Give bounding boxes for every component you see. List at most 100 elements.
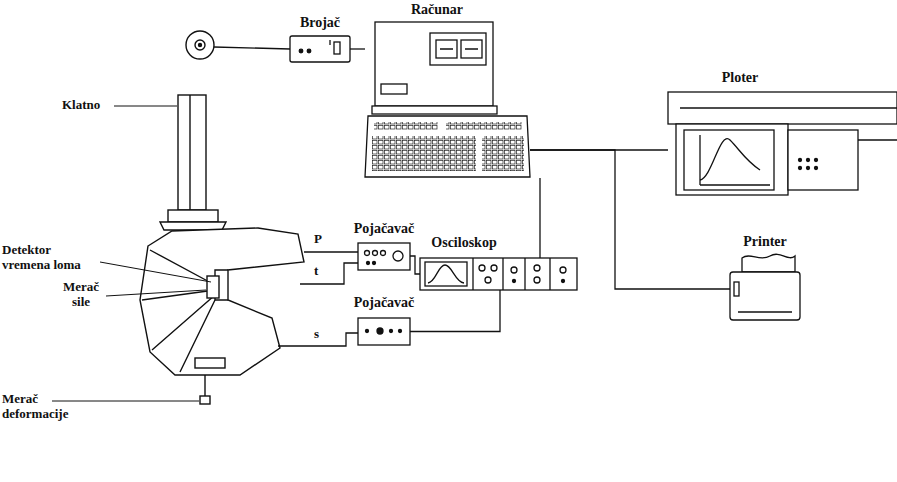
pendulum-machine [189, 95, 190, 210]
device-name: Printer [743, 234, 787, 250]
leader-line [52, 106, 211, 401]
device-name: Osciloskop [431, 235, 496, 251]
plotter [668, 92, 897, 195]
oscilloscope [502, 258, 503, 290]
leader-line [106, 290, 206, 296]
amplifier [373, 251, 378, 256]
plotter [858, 139, 897, 140]
part-label: Klatno [62, 98, 100, 113]
plotter [788, 130, 858, 190]
amplifier [358, 318, 410, 345]
cable [350, 48, 365, 49]
oscilloscope [485, 277, 491, 283]
pendulum-machine [142, 250, 215, 372]
computer [446, 122, 522, 130]
signal-name: t [314, 264, 318, 279]
oscilloscope [472, 258, 473, 290]
counter-device [307, 49, 311, 53]
oscilloscope [491, 265, 497, 271]
oscilloscope [511, 267, 517, 273]
computer [375, 22, 493, 106]
leader-line [114, 106, 177, 107]
part-label: Merač sile [56, 280, 106, 310]
amplifier [377, 328, 383, 334]
plotter [676, 124, 788, 195]
amplifier: Pojačavač [358, 318, 410, 345]
sensor [186, 31, 290, 59]
amplifier: Pojačavač [358, 243, 410, 270]
amplifier [399, 330, 402, 333]
cable [410, 290, 500, 332]
plotter [700, 139, 760, 180]
computer [430, 33, 486, 65]
counter-device [290, 36, 350, 62]
pendulum-machine [200, 396, 210, 404]
amplifier [358, 318, 410, 345]
device-name: Pojačavač [354, 221, 415, 237]
signal-wire [304, 251, 358, 252]
sensor [186, 31, 214, 59]
oscilloscope [420, 258, 577, 290]
signal-wire [300, 263, 358, 284]
plotter [700, 184, 770, 185]
amplifier [366, 330, 369, 333]
amplifier [390, 330, 393, 333]
computer [365, 116, 530, 177]
oscilloscope [549, 258, 550, 290]
computer: Računar [365, 22, 530, 178]
plotter [815, 167, 818, 170]
pendulum-machine [140, 228, 304, 375]
plotter [668, 92, 897, 124]
counter-device [299, 49, 303, 53]
signal-wire [278, 252, 358, 346]
oscilloscope: Osciloskop [420, 258, 577, 290]
oscilloscope [425, 262, 467, 286]
printer [730, 272, 800, 320]
oscilloscope [428, 265, 464, 283]
plotter [699, 135, 700, 185]
computer [372, 136, 476, 171]
amplifier [358, 243, 410, 270]
sensor [195, 40, 205, 50]
cable [530, 150, 730, 289]
amplifier [381, 251, 386, 256]
plotter: Ploter [668, 92, 897, 195]
computer [381, 84, 407, 94]
printer: Printer [730, 258, 800, 320]
oscilloscope [524, 258, 525, 290]
plotter [815, 159, 818, 162]
plotter [807, 159, 810, 162]
plotter [799, 167, 802, 170]
leader-line [100, 262, 211, 282]
counter-device [290, 36, 350, 62]
oscilloscope [513, 280, 516, 283]
pendulum-machine [204, 375, 205, 396]
amplifier [367, 262, 370, 265]
plotter [680, 107, 897, 108]
computer [374, 122, 438, 130]
pendulum-machine [207, 276, 219, 298]
printer [730, 254, 800, 320]
device-name: Pojačavač [354, 295, 415, 311]
leader-line [52, 401, 199, 402]
computer [482, 136, 524, 171]
oscilloscope [534, 277, 540, 283]
pendulum-machine [140, 95, 304, 404]
amplifier [373, 262, 376, 265]
oscilloscope [420, 258, 577, 290]
counter-device: Brojač [290, 36, 350, 62]
plotter [799, 159, 802, 162]
signal-name: P [314, 232, 322, 247]
sensor [199, 44, 202, 47]
printer [738, 311, 792, 312]
cable [539, 178, 540, 258]
printer [742, 254, 795, 272]
counter-device [334, 42, 340, 54]
counter-device [329, 40, 330, 45]
amplifier [365, 251, 370, 256]
amplifier [393, 251, 403, 261]
computer [440, 48, 478, 49]
printer [734, 282, 739, 296]
